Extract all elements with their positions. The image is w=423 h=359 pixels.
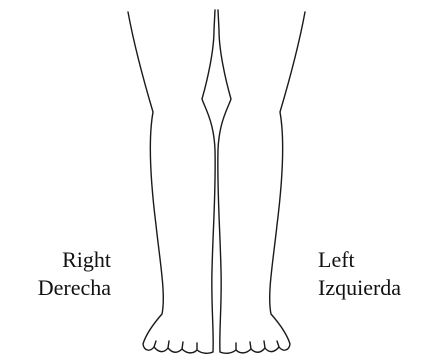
right-foot-toe-lines — [154, 341, 197, 350]
right-label-english: Right — [38, 246, 111, 274]
left-foot-toe-lines — [236, 341, 279, 350]
right-side-label: Right Derecha — [38, 246, 111, 302]
left-label-english: Left — [318, 246, 401, 274]
left-side-label: Left Izquierda — [318, 246, 401, 302]
left-label-spanish: Izquierda — [318, 274, 401, 302]
right-label-spanish: Derecha — [38, 274, 111, 302]
left-leg-outline — [218, 10, 305, 353]
right-leg-outline — [128, 10, 215, 353]
